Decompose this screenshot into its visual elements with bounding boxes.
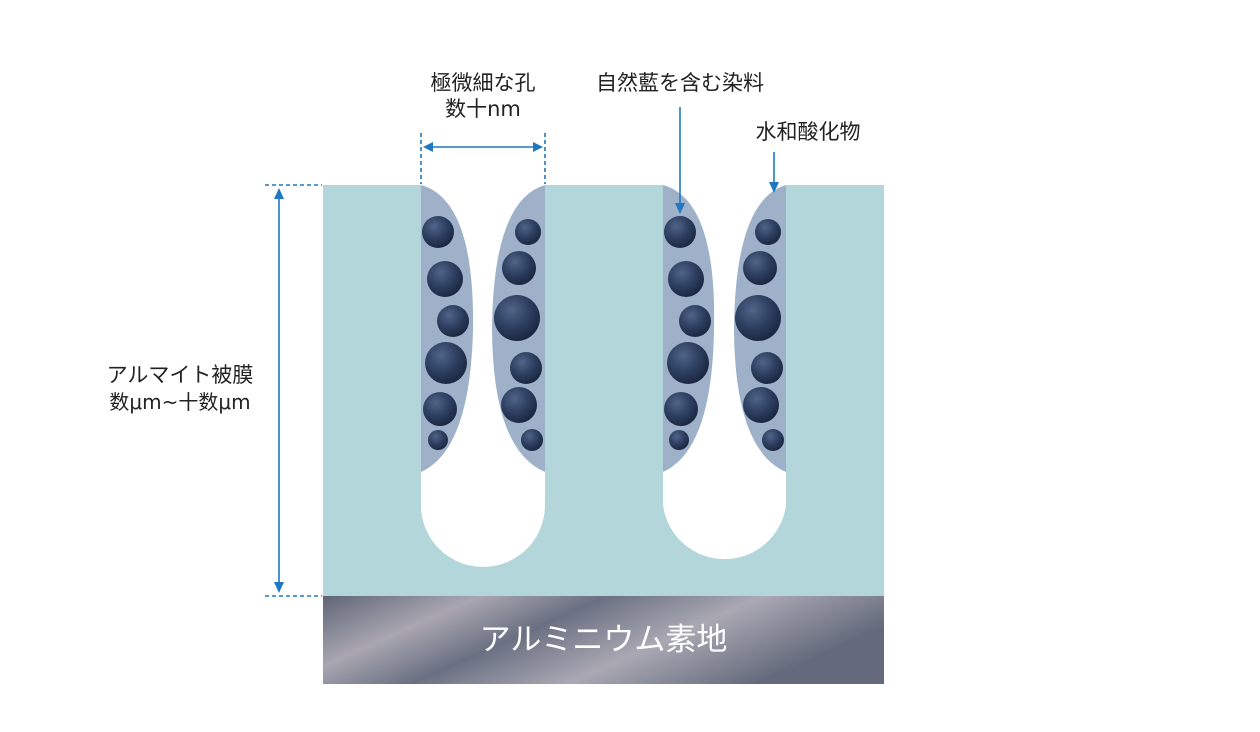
dye-label: 自然藍を含む染料 xyxy=(596,71,764,95)
dye-particle xyxy=(515,219,541,245)
dye-particle xyxy=(679,305,711,337)
dye-particle xyxy=(425,342,467,384)
film-thickness-label: 数μm~十数μm xyxy=(109,390,251,414)
dye-particle xyxy=(664,216,696,248)
film-title-label: アルマイト被膜 xyxy=(106,363,254,387)
dye-particle xyxy=(521,429,543,451)
aluminum-substrate xyxy=(323,596,884,684)
dye-particle xyxy=(743,387,779,423)
pointer-arrows xyxy=(675,107,779,214)
pore-title-label: 極微細な孔 xyxy=(430,71,536,95)
dye-particle xyxy=(755,219,781,245)
dye-particle xyxy=(751,352,783,384)
hydroxide-label: 水和酸化物 xyxy=(755,120,861,144)
dye-particle xyxy=(427,261,463,297)
dye-particle xyxy=(423,392,457,426)
dye-particle xyxy=(743,251,777,285)
film-thickness-dimension xyxy=(265,184,322,597)
dye-particle xyxy=(437,305,469,337)
dye-particle xyxy=(501,387,537,423)
dye-particle xyxy=(668,261,704,297)
dye-particle xyxy=(669,430,689,450)
pore-size-label: 数十nm xyxy=(445,97,521,121)
alumite-film xyxy=(323,185,884,596)
dye-particle xyxy=(502,251,536,285)
substrate-label: アルミニウム素地 xyxy=(479,622,728,658)
dye-particle xyxy=(735,295,781,341)
dye-particle xyxy=(667,342,709,384)
dye-particle xyxy=(428,430,448,450)
dye-particle xyxy=(494,295,540,341)
dye-particles xyxy=(422,216,784,451)
dye-particle xyxy=(422,216,454,248)
dye-particle xyxy=(664,392,698,426)
dye-particle xyxy=(510,352,542,384)
pore-width-dimension xyxy=(420,133,546,184)
dye-particle xyxy=(762,429,784,451)
